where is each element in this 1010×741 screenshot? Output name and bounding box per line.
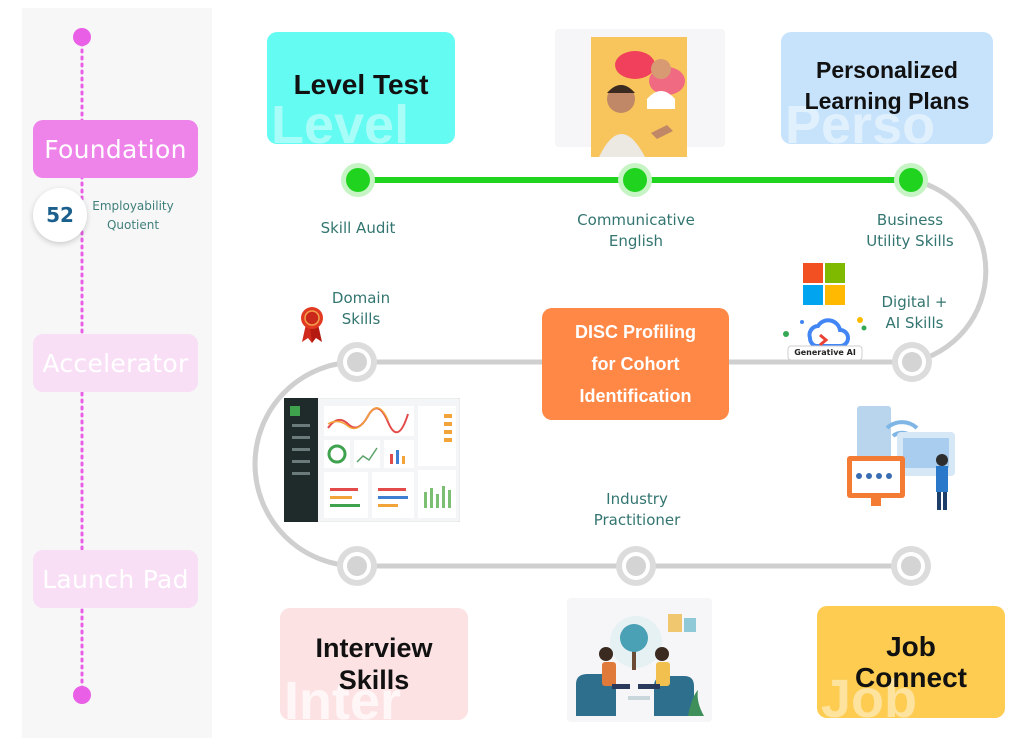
card-personalized-title: Personalized Learning Plans [805, 55, 970, 117]
node-label-digital-line2: AI Skills [885, 314, 944, 332]
node-label-business-utility: Business Utility Skills [855, 210, 965, 252]
card-disc-title: DISC Profiling for Cohort Identification [575, 316, 696, 412]
node-job-dot [891, 546, 931, 586]
card-interview-ghost: Inter [284, 671, 402, 720]
node-business-dot [894, 163, 928, 197]
node-label-communicative-line2: English [608, 232, 664, 250]
node-label-digital-line1: Digital + [881, 293, 948, 311]
node-industry-dot [616, 546, 656, 586]
generative-ai-badge: Generative AI [780, 304, 870, 364]
card-job-title: Job Connect [855, 631, 967, 693]
node-domain-dot [337, 342, 377, 382]
card-disc-line1: DISC Profiling [575, 322, 696, 342]
stage-start-dot [73, 28, 91, 46]
card-interview-title: Interview Skills [315, 632, 432, 696]
card-level-test-ghost: Level [271, 95, 410, 144]
card-personalized-line1: Personalized [816, 57, 958, 83]
generative-ai-icon [783, 317, 867, 361]
node-label-industry-line2: Practitioner [593, 511, 681, 529]
node-label-domain-line2: Skills [341, 310, 381, 328]
card-interview-line1: Interview [315, 633, 433, 663]
card-disc-line2: for Cohort [591, 354, 680, 374]
node-label-communicative-line1: Communicative [577, 211, 695, 229]
card-job-line1: Job [886, 631, 936, 662]
node-communicative-dot [618, 163, 652, 197]
card-level-test[interactable]: Level Level Test [267, 32, 455, 144]
interview-illustration [576, 614, 704, 716]
node-skill-audit-dot [341, 163, 375, 197]
card-personalized-line2: Learning Plans [804, 88, 970, 114]
dashboard-illustration [284, 398, 460, 522]
stage-foundation[interactable]: Foundation [33, 120, 198, 178]
eq-label-line1: Employability [92, 199, 174, 213]
digital-screens-illustration [847, 406, 955, 510]
generative-ai-label: Generative AI [794, 348, 856, 357]
node-label-communicative-english: Communicative English [566, 210, 706, 252]
award-ribbon-icon [301, 307, 323, 343]
node-label-skill-audit: Skill Audit [320, 219, 396, 237]
card-job-connect[interactable]: Job Job Connect [817, 606, 1005, 718]
eq-label: Employability Quotient [88, 197, 178, 235]
node-label-digital-ai: Digital + AI Skills [862, 292, 967, 334]
eq-score: 52 [33, 188, 87, 242]
node-label-industry-line1: Industry [606, 490, 668, 508]
node-label-business-line2: Utility Skills [866, 232, 954, 250]
node-digital-dot [892, 342, 932, 382]
card-disc-line3: Identification [579, 386, 692, 406]
card-personalized-ghost: Perso [785, 95, 936, 144]
node-label-industry-practitioner: Industry Practitioner [572, 489, 702, 531]
card-job-ghost: Job [821, 669, 918, 718]
microsoft-logo-icon [803, 263, 845, 305]
stage-accelerator[interactable]: Accelerator [33, 334, 198, 392]
node-label-business-line1: Business [876, 211, 944, 229]
stage-end-dot [73, 686, 91, 704]
card-disc-profiling[interactable]: DISC Profiling for Cohort Identification [542, 308, 729, 420]
people-talking-illustration [591, 37, 687, 157]
card-level-test-title: Level Test [293, 69, 429, 100]
node-interview-dot [337, 546, 377, 586]
card-job-line2: Connect [855, 662, 967, 693]
card-personalized-learning[interactable]: Perso Personalized Learning Plans [781, 32, 993, 144]
node-label-domain-skills: Domain Skills [313, 288, 409, 330]
card-interview-skills[interactable]: Inter Interview Skills [280, 608, 468, 720]
stage-launch-pad[interactable]: Launch Pad [33, 550, 198, 608]
node-label-domain-line1: Domain [331, 289, 391, 307]
eq-label-line2: Quotient [106, 218, 160, 232]
card-interview-line2: Skills [338, 665, 410, 695]
